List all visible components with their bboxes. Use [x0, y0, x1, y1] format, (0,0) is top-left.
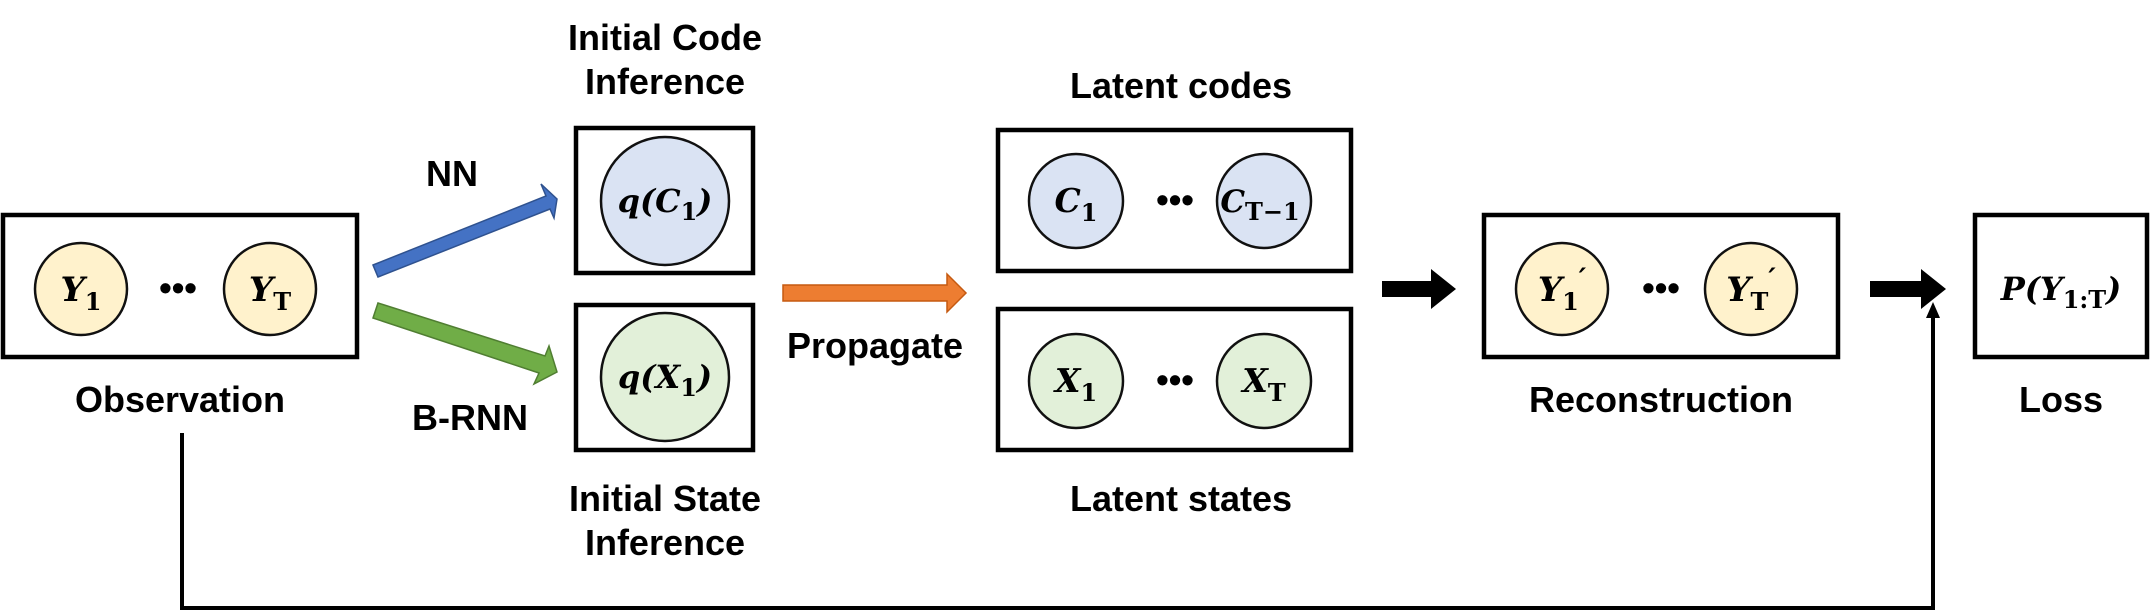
obs-last-node [222, 241, 318, 337]
feedback-arrowhead [1926, 302, 1940, 318]
initial-code-title-1: Initial Code [568, 17, 762, 58]
nn-arrow [372, 183, 558, 278]
state-first-node [1027, 332, 1125, 430]
loss-arrow [1870, 269, 1946, 309]
loss-label: Loss [2019, 379, 2103, 420]
code-first-node [1027, 152, 1125, 250]
nn-label: NN [426, 153, 478, 194]
recon-last-label: YT′ [1726, 262, 1776, 316]
recon-first-label: Y1′ [1538, 262, 1587, 316]
recon-last-node [1703, 241, 1799, 337]
latent-codes-title: Latent codes [1070, 65, 1292, 106]
propagate-label: Propagate [787, 325, 963, 366]
recon-first-node [1514, 241, 1610, 337]
initial-state-title-2: Inference [585, 522, 745, 563]
reconstruction-label: Reconstruction [1529, 379, 1793, 420]
initial-state-title-1: Initial State [569, 478, 761, 519]
brnn-label: B-RNN [412, 397, 528, 438]
obs-first-label: Y1 [61, 270, 102, 316]
propagate-arrow [782, 272, 968, 314]
state-last-label: XT [1240, 361, 1286, 407]
codes-ellipsis: ••• [1156, 179, 1194, 220]
obs-first-node [33, 241, 129, 337]
states-ellipsis: ••• [1156, 359, 1194, 400]
recon-arrow [1382, 269, 1456, 309]
state-last-node [1215, 332, 1313, 430]
q-state-node [599, 311, 731, 443]
loss-box [1972, 212, 2150, 360]
initial-code-title-2: Inference [585, 61, 745, 102]
code-first-label: C1 [1055, 181, 1098, 227]
recon-ellipsis: ••• [1642, 267, 1680, 308]
obs-last-label: YT [249, 270, 291, 316]
feedback-line [180, 308, 1935, 610]
latent-states-title: Latent states [1070, 478, 1292, 519]
q-state-label: q(X1) [618, 358, 712, 402]
q-code-node [599, 135, 731, 267]
brnn-arrow [372, 302, 558, 386]
q-code-label: q(C1) [618, 182, 713, 226]
loss-expression: P(Y1:T) [2000, 270, 2122, 314]
code-last-label: CT−1 [1220, 184, 1299, 226]
obs-ellipsis: ••• [159, 267, 197, 308]
state-first-label: X1 [1053, 361, 1097, 407]
observation-label: Observation [75, 379, 285, 420]
code-last-node [1215, 152, 1313, 250]
